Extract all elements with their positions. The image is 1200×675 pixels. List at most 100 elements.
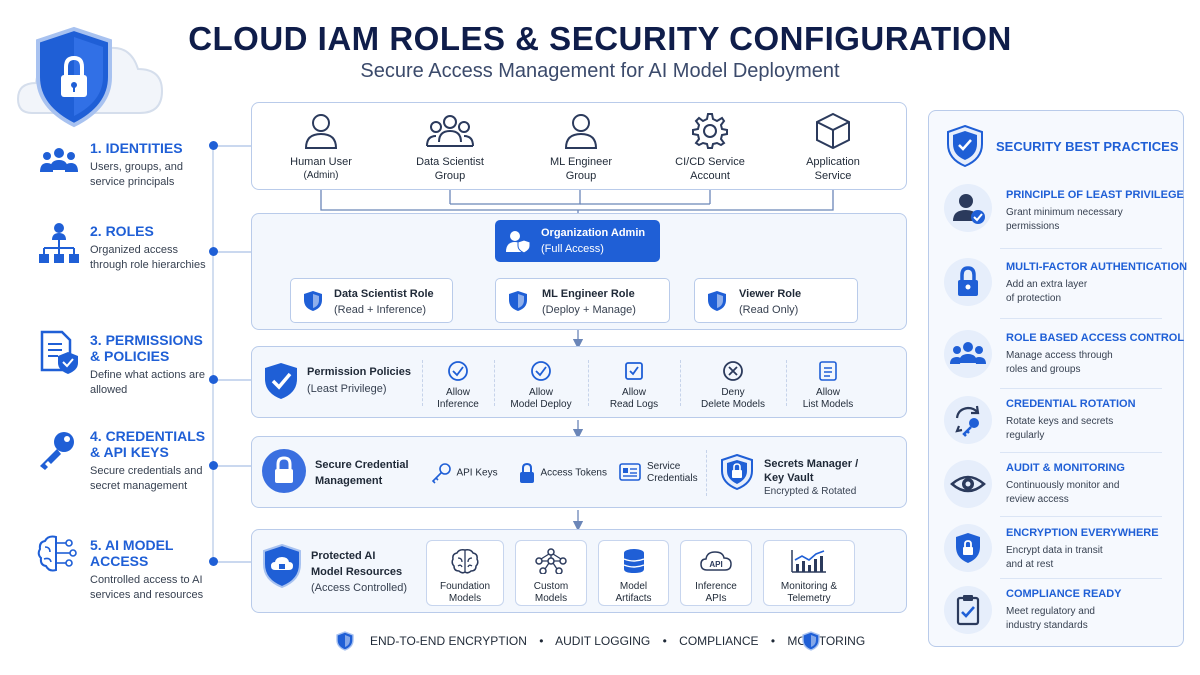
- identity-label: CI/CD Service: [675, 156, 745, 168]
- step-title: 5. AI MODEL ACCESS: [90, 537, 174, 569]
- bp-rbac: ROLE BASED ACCESS CONTROL Manage access …: [1006, 332, 1184, 377]
- footer-features: END-TO-END ENCRYPTION • AUDIT LOGGING • …: [370, 634, 865, 648]
- users-icon: [944, 330, 992, 378]
- role-title: Viewer Role: [739, 288, 802, 300]
- group-icon: [426, 115, 474, 147]
- policy-action: Allow: [816, 387, 840, 398]
- identity-human-user[interactable]: Human User (Admin): [275, 112, 367, 183]
- service-credentials-line1: Service: [647, 461, 681, 472]
- divider: [1000, 318, 1162, 319]
- bp-desc-line: Encrypt data in transit: [1006, 545, 1103, 556]
- best-practices-title: SECURITY BEST PRACTICES: [996, 139, 1179, 154]
- users-icon: [38, 142, 80, 184]
- cloud-shield-lock-logo: [12, 25, 172, 130]
- brain-icon: [451, 549, 479, 574]
- role-data-scientist[interactable]: Data Scientist Role (Read + Inference): [290, 278, 453, 323]
- policy-allow-list-models[interactable]: Allow List Models: [790, 360, 866, 411]
- network-icon: [535, 548, 567, 575]
- resource-inference-apis[interactable]: API Inference APIs: [680, 540, 752, 606]
- identity-cicd-service-account[interactable]: CI/CD Service Account: [664, 112, 756, 183]
- list-icon: [819, 361, 837, 381]
- resource-label: Model: [619, 581, 648, 592]
- divider: [1000, 516, 1162, 517]
- secrets-manager-title: Secrets Manager / Key Vault: [764, 457, 858, 485]
- credential-title-line1: Secure Credential: [315, 459, 409, 471]
- page-title: CLOUD IAM ROLES & SECURITY CONFIGURATION: [188, 20, 1012, 57]
- resource-custom-models[interactable]: Custom Models: [515, 540, 587, 606]
- bp-desc-line: Rotate keys and secrets: [1006, 416, 1114, 427]
- resource-label: Custom: [533, 581, 569, 592]
- vault-title-line1: Secrets Manager /: [764, 458, 859, 470]
- role-viewer[interactable]: Viewer Role (Read Only): [694, 278, 858, 323]
- policy-allow-inference[interactable]: Allow Inference: [425, 360, 491, 411]
- bp-compliance: COMPLIANCE READY Meet regulatory and indu…: [1006, 588, 1122, 633]
- policy-target: Model Deploy: [510, 399, 572, 410]
- bp-desc-line: Grant minimum necessary: [1006, 207, 1123, 218]
- divider: [1000, 452, 1162, 453]
- footer-item: MONITORING: [787, 634, 866, 648]
- separator: [706, 450, 707, 496]
- bp-desc-line: regularly: [1006, 430, 1045, 441]
- bp-desc-line: Manage access through: [1006, 350, 1113, 361]
- rotate-key-icon: [944, 396, 992, 444]
- resource-label: Models: [534, 593, 568, 604]
- bp-least-privilege: PRINCIPLE OF LEAST PRIVILEGE Grant minim…: [1006, 189, 1184, 234]
- step-dot-1: [209, 141, 218, 150]
- organization-admin-role[interactable]: Organization Admin (Full Access): [495, 220, 660, 262]
- lock-icon: [944, 258, 992, 306]
- policy-action: Allow: [529, 387, 553, 398]
- shield-check-icon: [947, 125, 983, 167]
- api-text: API: [709, 560, 722, 569]
- shield-icon: [708, 291, 726, 311]
- resources-sub: (Access Controlled): [311, 582, 407, 594]
- admin-user-shield-icon: [506, 231, 531, 254]
- footer-item: COMPLIANCE: [679, 634, 759, 648]
- api-keys-item[interactable]: API Keys: [430, 462, 498, 484]
- user-icon: [304, 114, 338, 149]
- separator: [786, 360, 787, 406]
- brain-icon: [36, 533, 78, 575]
- identity-sublabel: Service: [814, 170, 852, 182]
- identity-data-scientist-group[interactable]: Data Scientist Group: [404, 112, 496, 183]
- bp-desc-line: Meet regulatory and: [1006, 606, 1095, 617]
- service-credentials-label: Service Credentials: [647, 461, 698, 485]
- api-keys-label: API Keys: [456, 467, 498, 479]
- step-roles: 2. ROLES Organized access through role h…: [90, 223, 210, 273]
- footer-shield-icon-left: [336, 631, 354, 651]
- access-tokens-item[interactable]: Access Tokens: [518, 462, 607, 484]
- policy-allow-model-deploy[interactable]: Allow Model Deploy: [498, 360, 584, 411]
- policy-target: Read Logs: [609, 399, 659, 410]
- role-ml-engineer[interactable]: ML Engineer Role (Deploy + Manage): [495, 278, 670, 323]
- step-dot-2: [209, 247, 218, 256]
- policy-deny-delete-models[interactable]: Deny Delete Models: [684, 360, 782, 411]
- resource-model-artifacts[interactable]: Model Artifacts: [598, 540, 669, 606]
- shield-lock-icon: [944, 524, 992, 572]
- step-title: 2. ROLES: [90, 223, 154, 239]
- step-title: 1. IDENTITIES: [90, 140, 183, 156]
- identity-ml-engineer-group[interactable]: ML Engineer Group: [535, 112, 627, 183]
- policy-action: Allow: [622, 387, 646, 398]
- key-icon: [36, 428, 78, 470]
- resource-foundation-models[interactable]: Foundation Models: [426, 540, 504, 606]
- step-desc: Organized access through role hierarchie…: [90, 244, 206, 271]
- separator: [588, 360, 589, 406]
- bp-title: ENCRYPTION EVERYWHERE: [1006, 527, 1159, 539]
- permissions-panel: [251, 346, 907, 418]
- resource-monitoring-telemetry[interactable]: Monitoring & Telemetry: [763, 540, 855, 606]
- separator: [494, 360, 495, 406]
- bp-encryption: ENCRYPTION EVERYWHERE Encrypt data in tr…: [1006, 527, 1159, 572]
- step-title: 4. CREDENTIALS & API KEYS: [90, 428, 206, 460]
- step-credentials: 4. CREDENTIALS & API KEYS Secure credent…: [90, 428, 210, 494]
- eye-icon: [944, 460, 992, 508]
- policy-allow-read-logs[interactable]: Allow Read Logs: [592, 360, 676, 411]
- policy-action: Deny: [721, 387, 745, 398]
- cloud-api-icon: API: [700, 551, 732, 571]
- bp-title: MULTI-FACTOR AUTHENTICATION: [1006, 261, 1188, 273]
- admin-title: Organization Admin: [541, 227, 646, 239]
- bp-desc-line: industry standards: [1006, 620, 1088, 631]
- bp-title: COMPLIANCE READY: [1006, 588, 1122, 600]
- identity-application-service[interactable]: Application Service: [787, 112, 879, 183]
- permissions-title: Permission Policies: [307, 366, 411, 378]
- bp-credential-rotation: CREDENTIAL ROTATION Rotate keys and secr…: [1006, 398, 1136, 443]
